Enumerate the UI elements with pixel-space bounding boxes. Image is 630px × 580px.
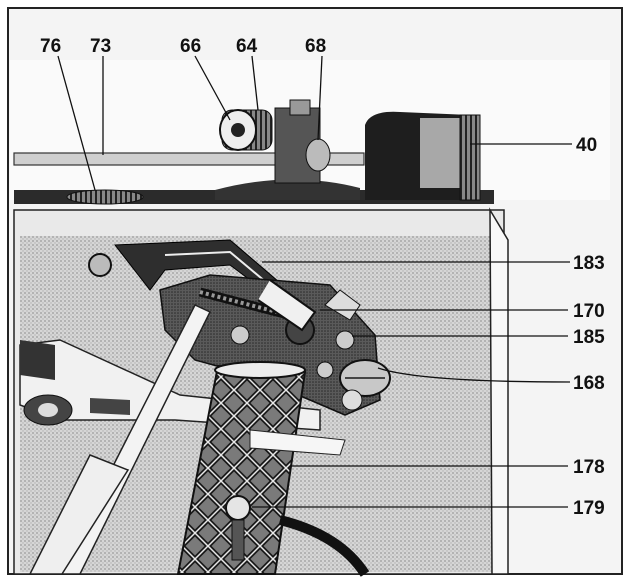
lever-183 — [88, 239, 301, 311]
screw-68 — [274, 99, 331, 184]
callout-64: 64 — [236, 36, 258, 57]
knob-76 — [66, 189, 144, 205]
callout-40: 40 — [576, 135, 597, 156]
cable — [278, 515, 370, 577]
callouts-right: 40 183 170 185 168 178 179 — [573, 135, 605, 519]
column-178 — [176, 361, 307, 575]
knob-168 — [339, 359, 391, 411]
rod-diagonal — [28, 304, 212, 575]
callouts-top: 76 73 66 64 68 — [40, 36, 326, 57]
callout-178: 178 — [573, 457, 605, 478]
carriage-region — [10, 60, 610, 205]
callout-170: 170 — [573, 301, 605, 322]
screw-179 — [225, 495, 251, 561]
callout-73: 73 — [90, 36, 111, 57]
spring-170 — [198, 279, 317, 332]
callout-76: 76 — [40, 36, 61, 57]
carriage-body — [215, 179, 360, 200]
callout-183: 183 — [573, 253, 605, 274]
callout-66: 66 — [180, 36, 201, 57]
leader-lines — [57, 55, 572, 508]
bracket — [249, 429, 346, 456]
drum-40 — [365, 111, 481, 201]
callout-68: 68 — [305, 36, 326, 57]
roller-66-64 — [219, 109, 273, 151]
callout-168: 168 — [573, 373, 605, 394]
callout-185: 185 — [573, 327, 605, 348]
callout-179: 179 — [573, 498, 605, 519]
